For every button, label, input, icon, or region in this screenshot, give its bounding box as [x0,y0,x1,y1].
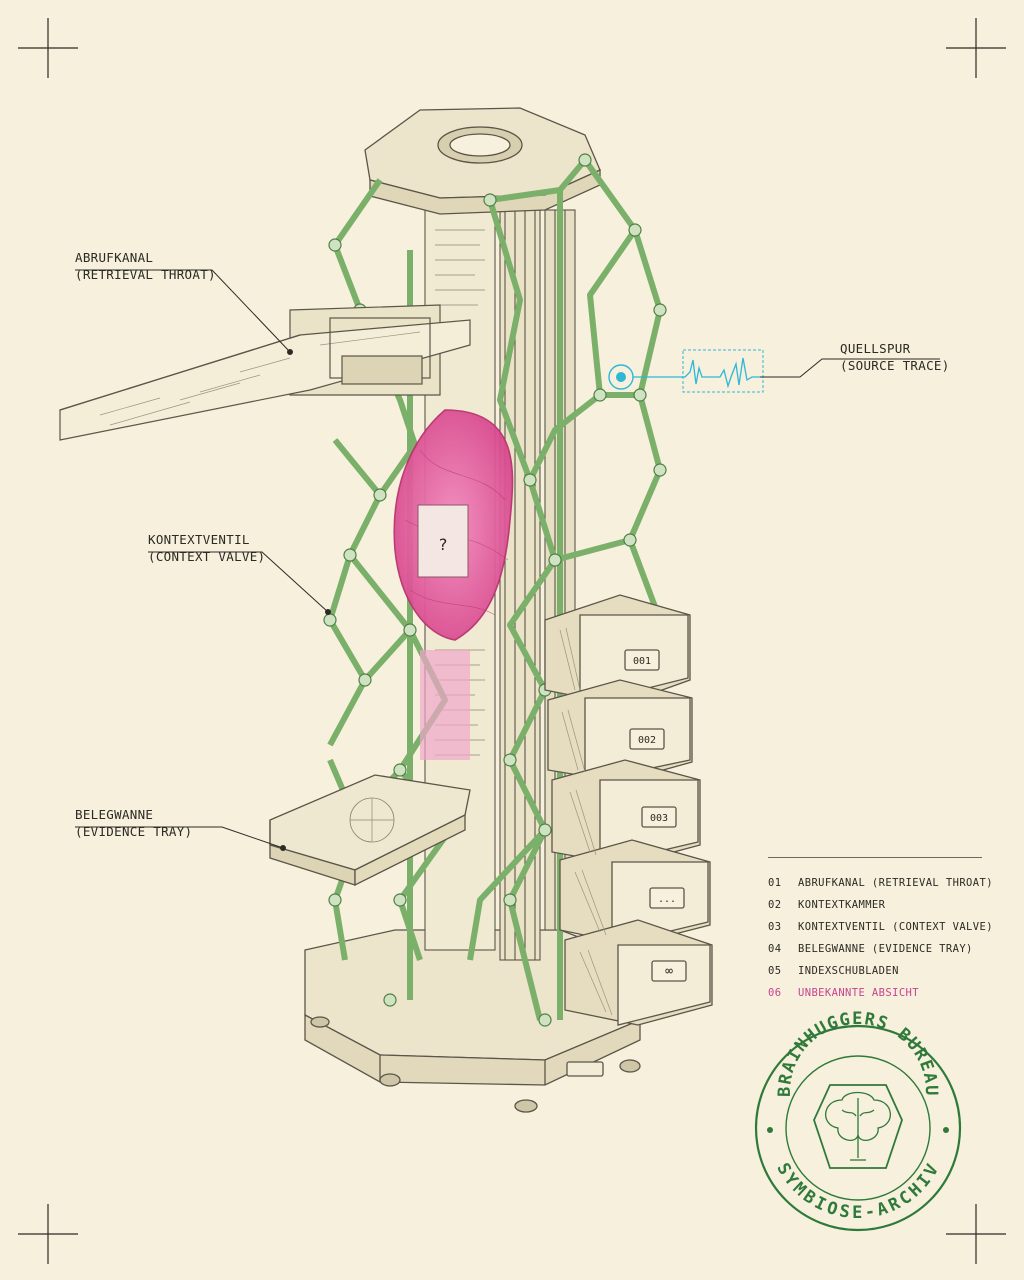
bureau-seal: BRAINHUGGERS BUREAU SYMBIOSE-ARCHIV [754,1009,962,1232]
drawer [547,679,693,783]
legend-item: 02 KONTEXTKAMMER [768,894,982,916]
callout-source-trace: QUELLSPUR (SOURCE TRACE) [840,340,950,374]
brain-icon [825,1091,891,1161]
legend-text: INDEXSCHUBLADEN [798,965,899,977]
callout-label: KONTEXTVENTIL [148,532,250,547]
callout-sublabel: (EVIDENCE TRAY) [75,824,193,839]
legend-number: 06 [768,987,782,999]
callout-sublabel: (RETRIEVAL THROAT) [75,267,216,282]
callout-label: ABRUFKANAL [75,250,154,265]
legend-text: UNBEKANNTE ABSICHT [798,987,919,999]
legend-number: 04 [768,943,782,955]
drawer [544,594,691,706]
drawer-label: 001 [633,656,651,667]
seal-bottom-text: SYMBIOSE-ARCHIV [772,1160,942,1223]
callout-sublabel: (CONTEXT VALVE) [148,549,266,564]
callout-context-valve: KONTEXTVENTIL (CONTEXT VALVE) [148,531,265,565]
legend-text: KONTEXTVENTIL (CONTEXT VALVE) [798,921,993,933]
legend-item: 03 KONTEXTVENTIL (CONTEXT VALVE) [768,916,993,938]
drawer [551,759,701,866]
frame-joint [323,153,667,1027]
registration-mark [18,18,1006,1264]
svg-text:BRAINHUGGERS BUREAU: BRAINHUGGERS BUREAU [775,1009,941,1097]
drawer-label: ∞ [665,964,673,979]
legend-text: KONTEXTKAMMER [798,899,886,911]
drawer-label: 002 [638,735,656,746]
legend-number: 03 [768,921,782,933]
callout-label: BELEGWANNE [75,807,154,822]
legend-number: 05 [768,965,782,977]
waveform-icon [633,357,760,389]
drawer-label: 003 [650,813,668,824]
context-chamber [393,409,514,760]
callout-evidence-tray: BELEGWANNE (EVIDENCE TRAY) [75,806,192,840]
chamber-question-mark: ? [438,535,448,554]
callout-sublabel: (SOURCE TRACE) [840,358,950,373]
legend-number: 01 [768,877,782,889]
svg-text:SYMBIOSE-ARCHIV: SYMBIOSE-ARCHIV [772,1160,943,1223]
callout-leaders [75,269,940,851]
evidence-tray [269,774,471,887]
index-drawers [544,594,713,1026]
drawer-label: ... [658,894,676,905]
legend-item: 05 INDEXSCHUBLADEN [768,960,982,982]
legend-text: BELEGWANNE (EVIDENCE TRAY) [798,943,973,955]
callout-label: QUELLSPUR [840,341,911,356]
callout-retrieval-throat: ABRUFKANAL (RETRIEVAL THROAT) [75,249,216,283]
brain-emblem-icon [813,1084,903,1169]
top-cap [364,107,601,215]
drawer [564,919,713,1026]
source-trace [608,349,764,393]
legend-item: 01 ABRUFKANAL (RETRIEVAL THROAT) [768,872,993,894]
retrieval-throat [59,304,471,441]
legend-item-highlighted: 06 UNBEKANNTE ABSICHT [768,982,982,1004]
seal-top-text: BRAINHUGGERS BUREAU [775,1009,940,1097]
legend-number: 02 [768,899,782,911]
legend-text: ABRUFKANAL (RETRIEVAL THROAT) [798,877,993,889]
legend-item: 04 BELEGWANNE (EVIDENCE TRAY) [768,938,982,960]
